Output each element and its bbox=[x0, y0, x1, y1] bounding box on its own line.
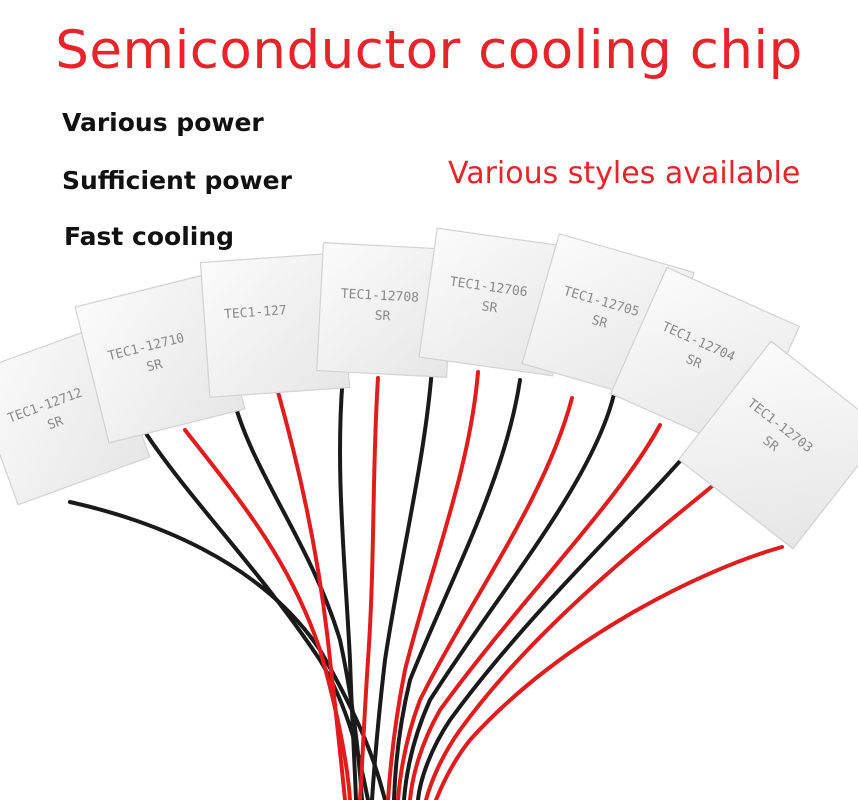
wire-bundle bbox=[68, 366, 784, 800]
red-wire-15 bbox=[434, 545, 784, 800]
red-wire-4 bbox=[276, 390, 347, 800]
chip-model-label: TEC1-127 bbox=[224, 303, 288, 322]
black-wire-7 bbox=[370, 366, 434, 800]
chip-group: TEC1-12712SRTEC1-12710SRTEC1-127TEC1-127… bbox=[0, 227, 858, 550]
chip-suffix-label: SR bbox=[46, 414, 66, 434]
black-wire-13 bbox=[416, 436, 702, 800]
feature-sufficient-power: Sufficient power bbox=[62, 166, 292, 195]
red-wire-8 bbox=[386, 370, 480, 800]
chip-suffix-label: SR bbox=[145, 357, 164, 375]
chip-model-label: TEC1-12708 bbox=[340, 287, 419, 306]
chip-suffix-label: SR bbox=[590, 313, 609, 332]
black-wire-1 bbox=[143, 430, 370, 800]
black-wire-5 bbox=[338, 373, 358, 800]
chip-suffix-label: SR bbox=[481, 299, 499, 316]
red-wire-10 bbox=[396, 396, 574, 800]
page-title: Semiconductor cooling chip bbox=[55, 20, 803, 81]
black-wire-0 bbox=[68, 500, 387, 800]
chip-suffix-label: SR bbox=[683, 352, 704, 372]
red-wire-2 bbox=[183, 428, 352, 800]
feature-fast-cooling: Fast cooling bbox=[64, 222, 235, 251]
red-wire-12 bbox=[408, 423, 662, 800]
black-wire-11 bbox=[402, 388, 617, 800]
black-wire-9 bbox=[392, 378, 522, 800]
chip-ceramic-face bbox=[677, 340, 858, 550]
black-wire-3 bbox=[230, 391, 364, 800]
chip-suffix-label: SR bbox=[374, 308, 391, 324]
red-wire-14 bbox=[424, 476, 724, 800]
red-wire-6 bbox=[358, 376, 380, 800]
peltier-chip-3: TEC1-127 bbox=[199, 252, 351, 398]
styles-tagline: Various styles available bbox=[448, 156, 801, 191]
feature-various-power: Various power bbox=[62, 108, 264, 137]
